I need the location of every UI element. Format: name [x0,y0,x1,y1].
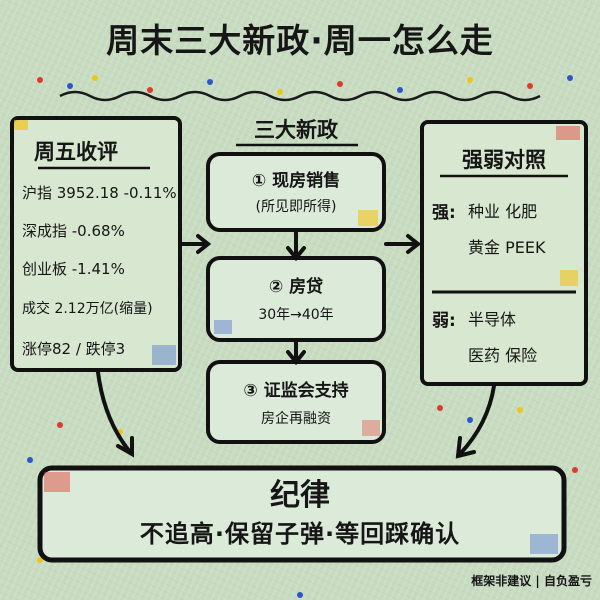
policy-2-detail: 30年→40年 [258,307,334,323]
title-underline [59,90,541,102]
strong-sectors-line-1: 种业 化肥 [468,202,538,221]
flow-arrows [96,230,496,459]
arrow-friday-to-discipline [96,370,132,454]
friday-heading: 周五收评 [34,140,118,164]
compare-box [420,120,588,386]
friday-row-limit-counts: 涨停82 / 跌停3 [22,340,126,358]
friday-row-chinext: 创业板 -1.41% [22,260,125,278]
policy-1-title: ① 现房销售 [251,171,341,191]
friday-row-sz-index: 深成指 -0.68% [22,222,125,240]
arrow-compare-to-discipline [458,384,496,456]
policies-heading: 三大新政 [254,118,338,142]
page-title: 周末三大新政·周一怎么走 [106,21,494,60]
friday-row-sh-index: 沪指 3952.18 -0.11% [22,184,177,202]
strong-label: 强: [432,203,456,223]
friday-row-turnover: 成交 2.12万亿(缩量) [22,301,153,317]
weak-label: 弱: [432,311,456,331]
footer-disclaimer: 框架非建议 | 自负盈亏 [471,574,592,588]
compare-heading: 强弱对照 [462,148,546,172]
strong-sectors-line-2: 黄金 PEEK [468,238,546,257]
policy-1-detail: (所见即所得) [255,199,337,215]
policy-2-title: ② 房贷 [268,277,324,297]
weak-sectors-line-1: 半导体 [468,310,517,329]
weak-sectors-line-2: 医药 保险 [468,346,538,365]
discipline-slogan: 不追高·保留子弹·等回踩确认 [139,520,461,548]
discipline-heading: 纪律 [270,478,330,513]
policy-box-2 [206,256,386,342]
policy-3-detail: 房企再融资 [261,411,331,427]
policy-box-3 [206,360,386,444]
discipline-box [37,465,567,563]
policy-3-title: ③ 证监会支持 [243,381,349,401]
